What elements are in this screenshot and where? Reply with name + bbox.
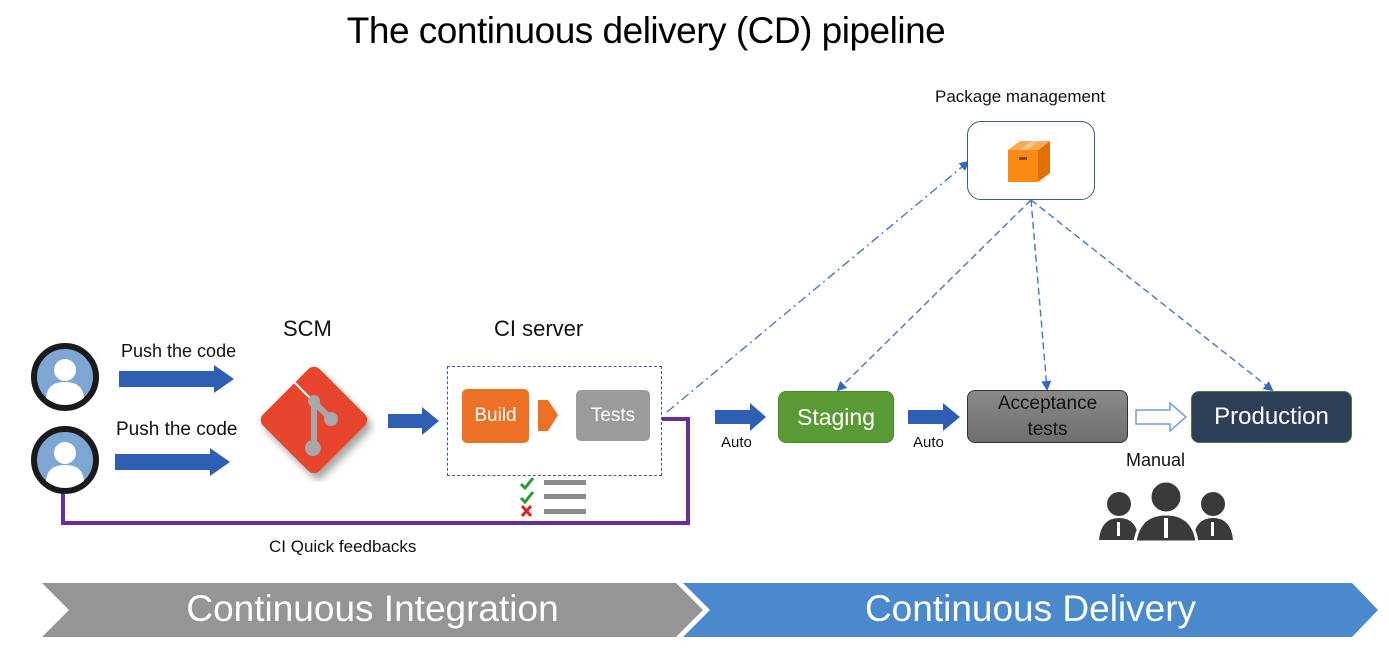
result-bar [544, 480, 586, 485]
manual-to-production-arrow [1135, 401, 1188, 433]
push-arrow-2 [115, 448, 230, 476]
scm-git-logo [252, 358, 376, 482]
acceptance-tests-stage: Acceptance tests [967, 390, 1128, 443]
result-bar [544, 509, 586, 514]
user-avatar-icon [31, 343, 99, 411]
package-management-box [967, 121, 1095, 200]
ci-to-package-line [666, 160, 970, 413]
scm-label: SCM [283, 316, 332, 341]
ci-server-label: CI server [494, 316, 584, 341]
push-label-2: Push the code [116, 419, 238, 440]
push-label-1: Push the code [121, 341, 237, 361]
page-title: The continuous delivery (CD) pipeline [346, 10, 946, 51]
staging-to-acceptance-arrow [908, 403, 960, 431]
user-avatar-icon [31, 426, 99, 494]
test-results-graphic [519, 477, 586, 518]
package-to-production-line [1030, 199, 1274, 392]
manual-label: Manual [1126, 450, 1186, 470]
test-results [518, 476, 590, 520]
ci-server-frame [447, 366, 662, 476]
developer-2 [30, 425, 100, 495]
acceptance-label-line2: tests [1027, 418, 1068, 440]
phase-banner-ci [42, 583, 703, 637]
cross-icon [520, 504, 533, 518]
feedback-loop-line [61, 417, 690, 525]
build-step: Build [462, 389, 529, 443]
git-logo-icon [260, 366, 368, 474]
auto-label-acceptance: Auto [913, 434, 944, 451]
ci-to-staging-arrow [715, 403, 766, 431]
package-to-acceptance-line [1030, 199, 1052, 391]
check-icon [519, 491, 535, 505]
check-icon [519, 477, 535, 491]
phase-banner-cd [683, 583, 1378, 637]
phase-label-cd: Continuous Delivery [864, 588, 1197, 629]
push-arrow-1 [119, 365, 234, 393]
package-management-label: Package management [935, 87, 1106, 106]
build-to-tests-arrow [538, 400, 558, 431]
acceptance-label-line1: Acceptance [997, 392, 1098, 414]
package-to-staging-line [836, 199, 1032, 392]
result-bar [544, 494, 586, 499]
package-box-icon [1008, 141, 1050, 182]
developer-1 [30, 342, 100, 412]
feedback-label: CI Quick feedbacks [269, 537, 417, 556]
production-stage: Production [1191, 391, 1352, 443]
tests-step: Tests [576, 390, 650, 441]
staging-stage: Staging [778, 391, 894, 443]
manual-team [1099, 479, 1235, 544]
scm-to-ci-arrow [388, 407, 439, 435]
team-people-icon [1099, 479, 1233, 544]
auto-label-staging: Auto [721, 434, 752, 451]
phase-label-ci: Continuous Integration [186, 588, 559, 629]
